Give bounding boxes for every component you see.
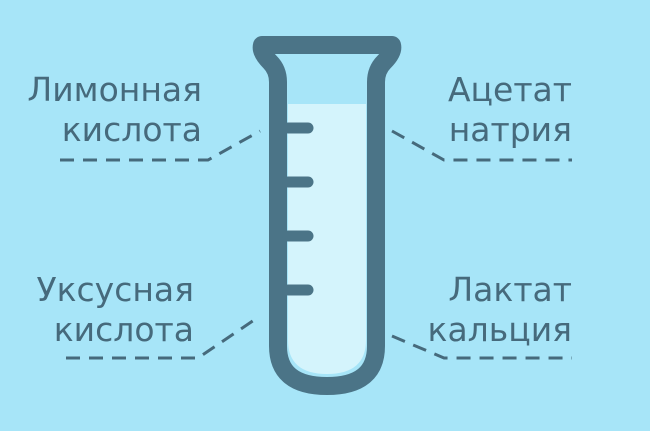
leader-top-left bbox=[60, 129, 261, 162]
label-line: кислота bbox=[53, 310, 194, 349]
label-line: Уксусная bbox=[36, 270, 194, 309]
label-line: кальция bbox=[427, 310, 572, 349]
leader-top-right bbox=[391, 129, 572, 162]
tube-liquid bbox=[288, 104, 366, 374]
label-line: Ацетат bbox=[447, 70, 572, 109]
label-line: кислота bbox=[61, 110, 202, 149]
label-line: Лимонная bbox=[27, 70, 202, 109]
leader-lines bbox=[60, 129, 572, 360]
label-citric-acid: Лимонная кислота bbox=[27, 70, 202, 150]
label-sodium-acetate: Ацетат натрия bbox=[448, 70, 572, 150]
label-acetic-acid: Уксусная кислота bbox=[36, 270, 194, 350]
label-line: натрия bbox=[448, 110, 572, 149]
graduation-marks bbox=[282, 122, 314, 296]
tube-outline bbox=[252, 36, 402, 395]
leader-bottom-right bbox=[391, 334, 572, 360]
label-line: Лактат bbox=[448, 270, 572, 309]
label-calcium-lactate: Лактат кальция bbox=[428, 270, 572, 350]
test-tube-icon bbox=[252, 36, 402, 395]
